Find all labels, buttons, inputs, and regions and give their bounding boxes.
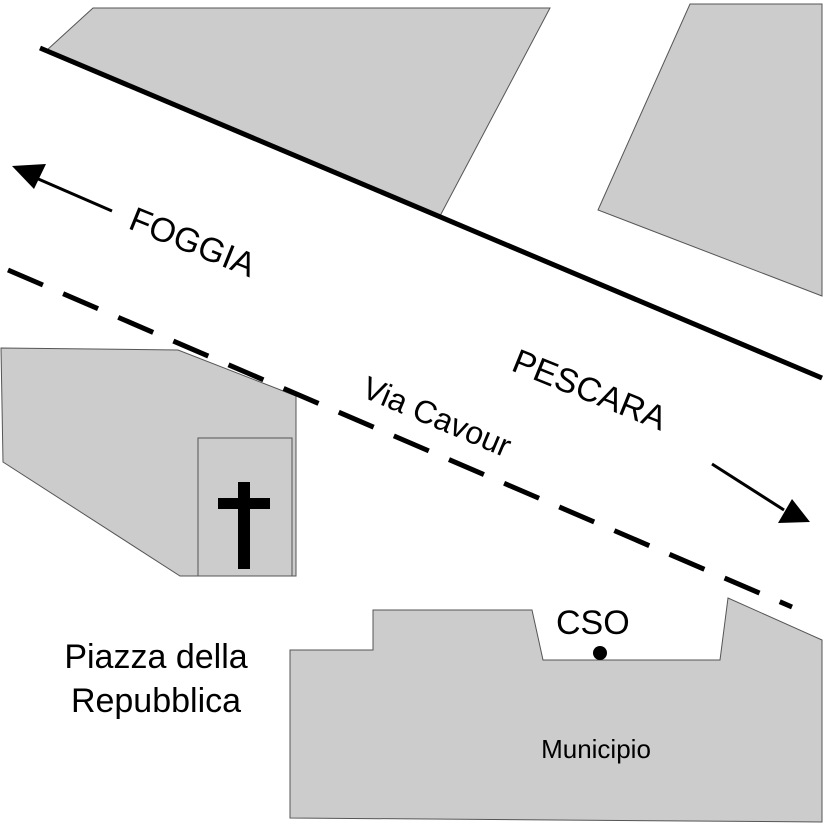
block-top-left	[46, 7, 551, 217]
main-road	[39, 45, 823, 381]
block-top-right	[597, 3, 823, 297]
municipio-label: Municipio	[541, 734, 651, 764]
arrow-west-icon	[12, 164, 113, 213]
cso-label: CSO	[556, 604, 630, 642]
block-municipio	[289, 597, 823, 823]
street-name-label: Via Cavour	[357, 369, 517, 464]
direction-east-label: PESCARA	[507, 342, 672, 438]
cross-icon	[218, 482, 270, 569]
direction-west-label: FOGGIA	[124, 200, 261, 285]
via-cavour-road	[7, 267, 793, 610]
square-name-line2: Repubblica	[71, 682, 241, 720]
square-name-line1: Piazza della	[64, 638, 247, 676]
arrow-east-icon	[711, 462, 810, 523]
dot-marker-icon	[593, 646, 607, 660]
